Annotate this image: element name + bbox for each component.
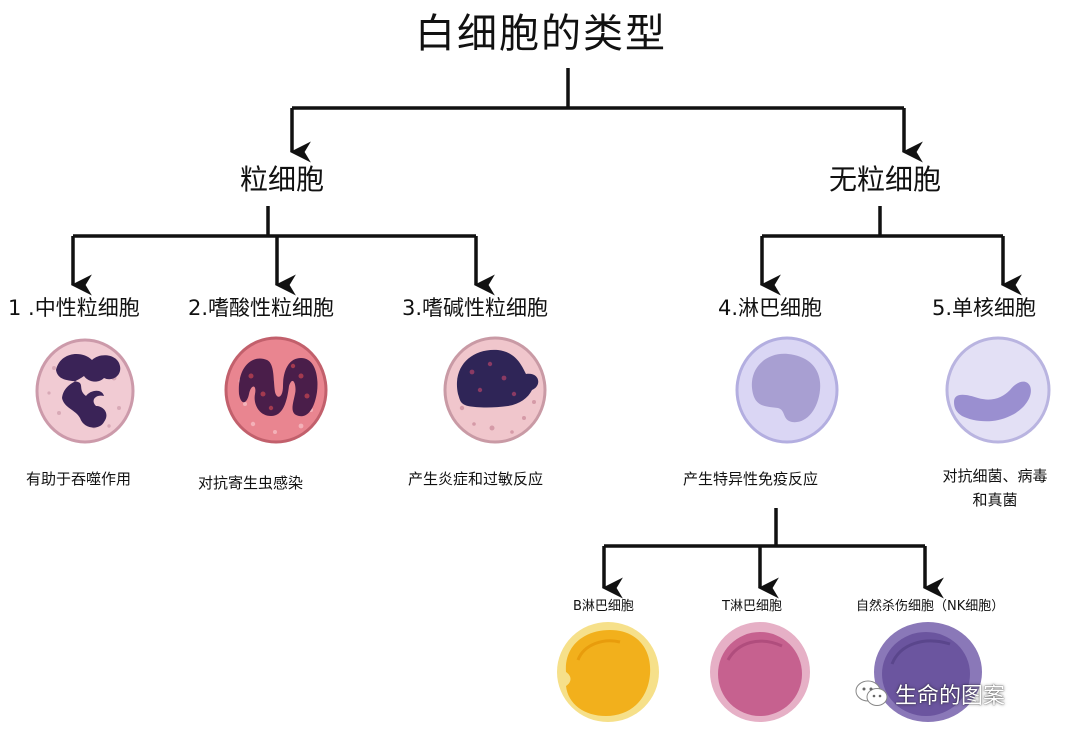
monocyte-cell-illustration: [945, 336, 1051, 444]
b-cell-illustration: [557, 622, 659, 722]
cell-name-lymphocyte: 4.淋巴细胞: [718, 296, 823, 320]
wechat-icon: [855, 680, 888, 706]
eosinophil-cell-illustration: [224, 336, 328, 444]
function-basophil: 产生炎症和过敏反应: [408, 470, 544, 488]
nk-cell-illustration: [874, 622, 982, 722]
function-neutrophil: 有助于吞噬作用: [26, 470, 132, 488]
lymphocyte-cell-illustration: [735, 336, 839, 444]
category-granulocytes: 粒细胞: [240, 163, 325, 196]
subtype-name-nk-cell: 自然杀伤细胞（NK细胞）: [856, 599, 1005, 614]
function-monocyte-line1: 对抗细菌、病毒: [942, 467, 1048, 485]
neutrophil-cell-illustration: [35, 338, 135, 444]
function-monocyte: 对抗细菌、病毒 和真菌: [925, 464, 1065, 512]
subtype-name-t-cell: T淋巴细胞: [722, 599, 782, 614]
watermark-text: 生命的图案: [895, 684, 1006, 709]
function-monocyte-line2: 和真菌: [972, 491, 1018, 509]
cell-name-eosinophil: 2.嗜酸性粒细胞: [188, 296, 335, 320]
cell-name-neutrophil: 1 .中性粒细胞: [8, 296, 140, 320]
diagram-title: 白细胞的类型: [415, 11, 667, 57]
t-cell-illustration: [710, 622, 810, 722]
function-lymphocyte: 产生特异性免疫反应: [683, 470, 819, 488]
cell-name-monocyte: 5.单核细胞: [932, 296, 1037, 320]
subtype-name-b-cell: B淋巴细胞: [573, 599, 634, 614]
basophil-cell-illustration: [443, 336, 547, 444]
category-agranulocytes: 无粒细胞: [829, 163, 942, 196]
watermark: 生命的图案: [855, 678, 1005, 710]
function-eosinophil: 对抗寄生虫感染: [198, 474, 304, 492]
cell-name-basophil: 3.嗜碱性粒细胞: [402, 296, 549, 320]
